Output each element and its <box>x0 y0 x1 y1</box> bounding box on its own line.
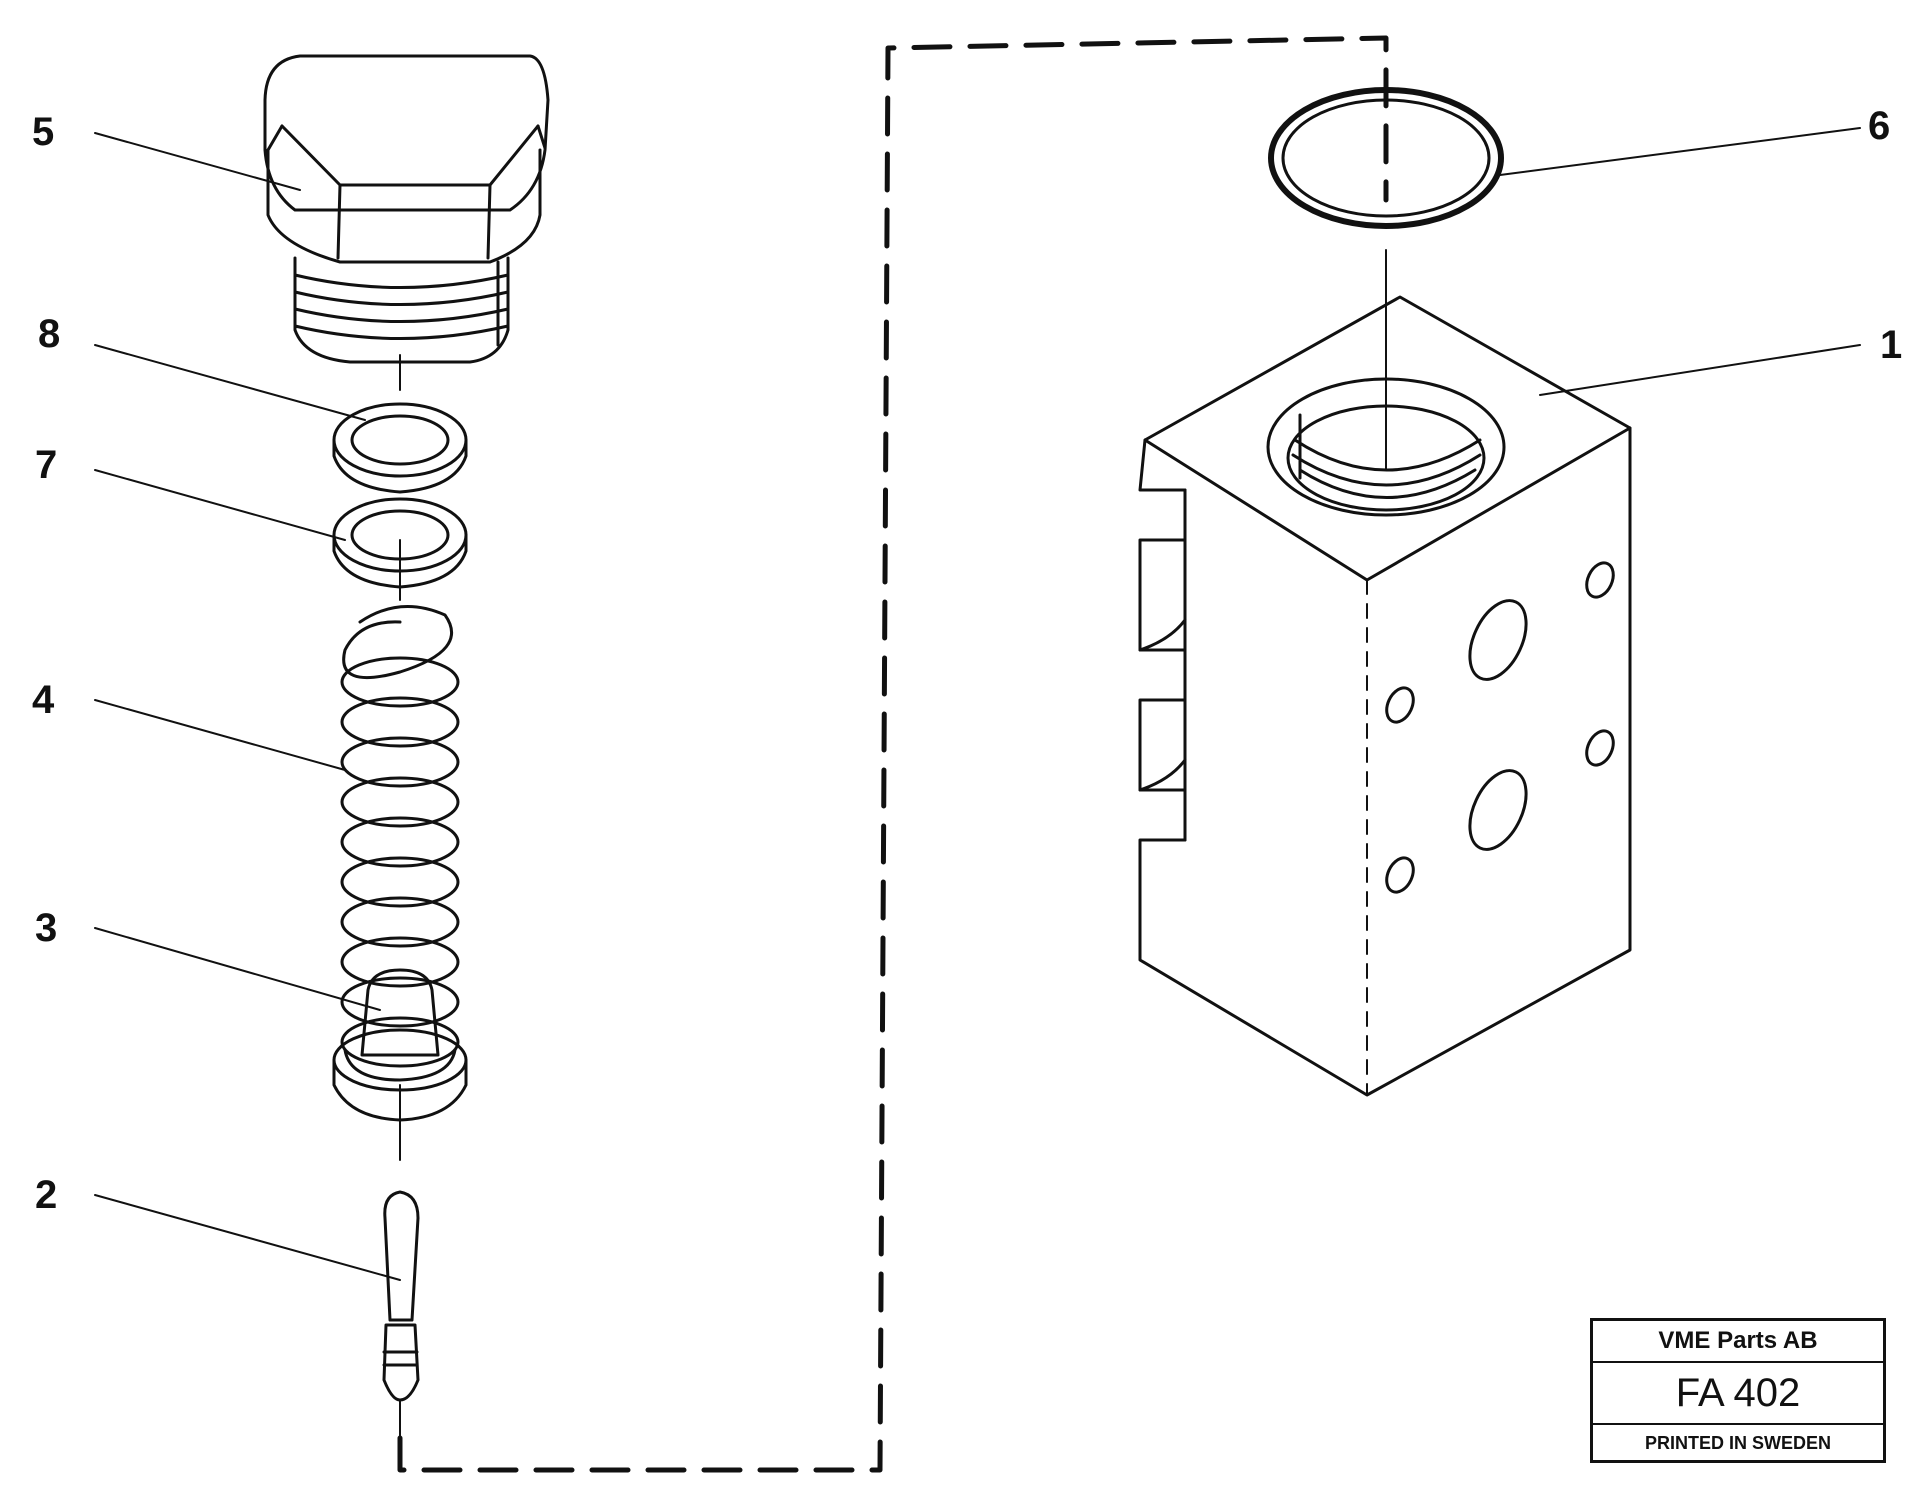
valve-cone-part-3 <box>332 968 468 1122</box>
leader-line-1 <box>1539 344 1861 396</box>
title-block-company: VME Parts AB <box>1593 1321 1883 1363</box>
callout-6: 6 <box>1868 104 1891 148</box>
leader-line-4 <box>94 699 346 771</box>
needle-pin-part-2 <box>382 1190 420 1402</box>
washer-part-7 <box>332 497 468 589</box>
leader-line-7 <box>94 469 346 541</box>
valve-block-part-1 <box>1138 295 1632 1097</box>
leader-line-6 <box>1499 127 1861 176</box>
spring-part-4 <box>340 605 460 1082</box>
title-block-code: FA 402 <box>1593 1363 1883 1425</box>
title-block: VME Parts AB FA 402 PRINTED IN SWEDEN <box>1590 1318 1886 1463</box>
callout-1: 1 <box>1880 323 1903 367</box>
leader-line-2 <box>94 1194 401 1281</box>
washer-part-8 <box>332 402 468 494</box>
callout-2: 2 <box>35 1173 58 1217</box>
callout-4: 4 <box>32 678 55 722</box>
callout-5: 5 <box>32 110 55 154</box>
callout-8: 8 <box>38 312 61 356</box>
leader-line-3 <box>94 927 381 1011</box>
callout-3: 3 <box>35 906 58 950</box>
leader-line-5 <box>94 132 301 191</box>
title-block-printed: PRINTED IN SWEDEN <box>1644 1433 1831 1453</box>
leader-line-8 <box>94 344 366 421</box>
plug-part-5 <box>263 54 550 364</box>
callout-7: 7 <box>35 443 58 487</box>
o-ring-part-6 <box>1268 87 1504 229</box>
leader-lines <box>94 127 1861 1281</box>
assembly-guide-dashed-line <box>397 35 1389 1473</box>
